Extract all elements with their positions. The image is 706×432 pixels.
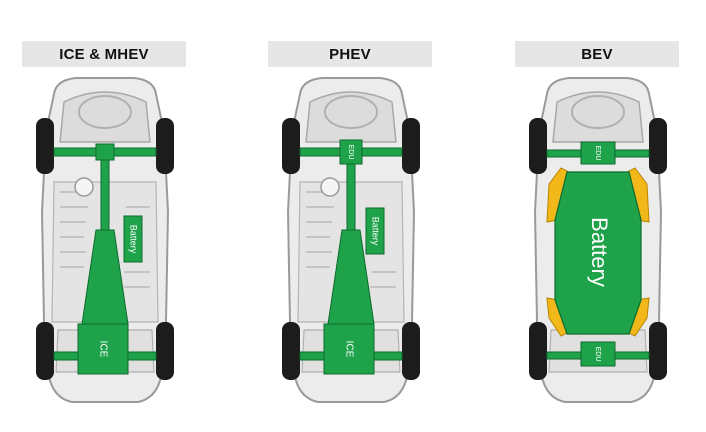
ice-label: ICE — [343, 341, 354, 358]
battery-label: Battery — [371, 217, 381, 246]
drivetrain — [299, 147, 403, 361]
crash-zones — [546, 167, 650, 337]
edu-front-label: EDU — [594, 146, 601, 161]
edu-rear-block — [580, 341, 616, 367]
car-diagram-bev: EDU Battery EDU — [529, 77, 667, 403]
car-diagram-phev: EDU Battery ICE — [282, 77, 420, 403]
ice-label: ICE — [97, 341, 108, 358]
ice-engine-block — [323, 323, 375, 375]
ice-engine-block — [77, 323, 129, 375]
battery-label: Battery — [129, 225, 139, 254]
vehicle-title-bev: BEV — [515, 41, 679, 67]
tires — [282, 118, 420, 380]
edu-front-block — [580, 141, 616, 165]
battery-block — [365, 207, 385, 255]
tires — [36, 118, 174, 380]
vehicle-title-phev: PHEV — [268, 41, 432, 67]
edu-block — [339, 139, 363, 165]
battery-pack — [554, 171, 642, 335]
vehicle-title-ice-mhev: ICE & MHEV — [22, 41, 186, 67]
car-diagram-ice-mhev: Battery ICE — [36, 77, 174, 403]
edu-rear-label: EDU — [594, 347, 601, 362]
edu-label: EDU — [347, 145, 354, 160]
battery-block — [123, 215, 143, 263]
battery-label: Battery — [587, 217, 612, 287]
tires — [529, 118, 667, 380]
